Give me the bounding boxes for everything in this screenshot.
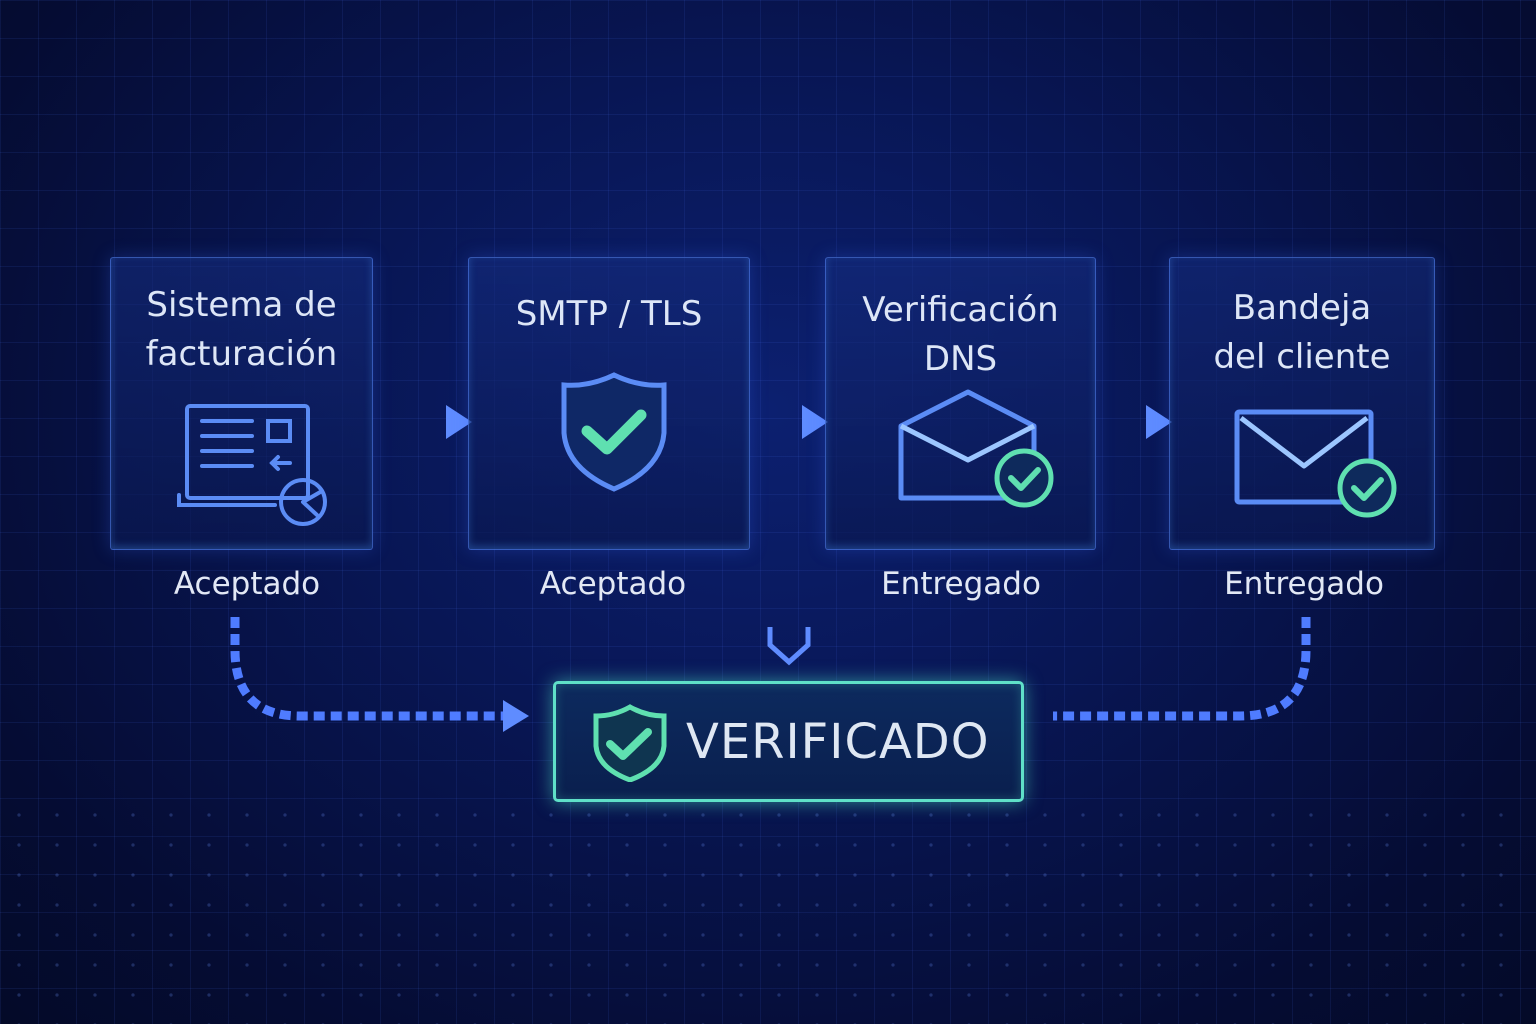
step-dns-verification: Verificación DNS: [825, 257, 1096, 550]
step-title-line1: SMTP / TLS: [515, 294, 703, 334]
arrow-2-3: [758, 405, 828, 439]
step-title-line2: facturación: [145, 334, 338, 374]
verified-badge: VERIFICADO: [553, 681, 1024, 802]
shield-check-icon: [561, 372, 667, 492]
open-envelope-check-icon: [898, 389, 1054, 508]
arrow-1-2: [383, 405, 472, 439]
background-floor-dots: [0, 800, 1536, 1024]
step-smtp-tls: SMTP / TLS: [468, 257, 750, 550]
verified-label: VERIFICADO: [686, 714, 990, 770]
step-billing-system: Sistema de facturación: [110, 257, 373, 550]
step-client-inbox: Bandeja del cliente: [1169, 257, 1435, 550]
step-title-line1: Verificación: [862, 290, 1059, 330]
step-status: Entregado: [881, 566, 1041, 602]
step-title-line1: Bandeja: [1232, 288, 1372, 328]
step-title-line2: del cliente: [1213, 337, 1391, 377]
step-status: Entregado: [1224, 566, 1384, 602]
arrow-right-to-verified: [1053, 617, 1311, 721]
envelope-check-icon: [1234, 409, 1397, 518]
step-title-line2: DNS: [923, 339, 998, 379]
step-status: Aceptado: [173, 566, 321, 602]
arrow-left-to-verified: [230, 617, 529, 732]
invoice-laptop-icon: [177, 404, 327, 526]
arrow-3-4: [1103, 405, 1172, 439]
step-status: Aceptado: [539, 566, 687, 602]
down-chevron-icon: [767, 627, 811, 666]
step-title-line1: Sistema de: [146, 285, 337, 325]
shield-check-icon: [593, 704, 667, 782]
